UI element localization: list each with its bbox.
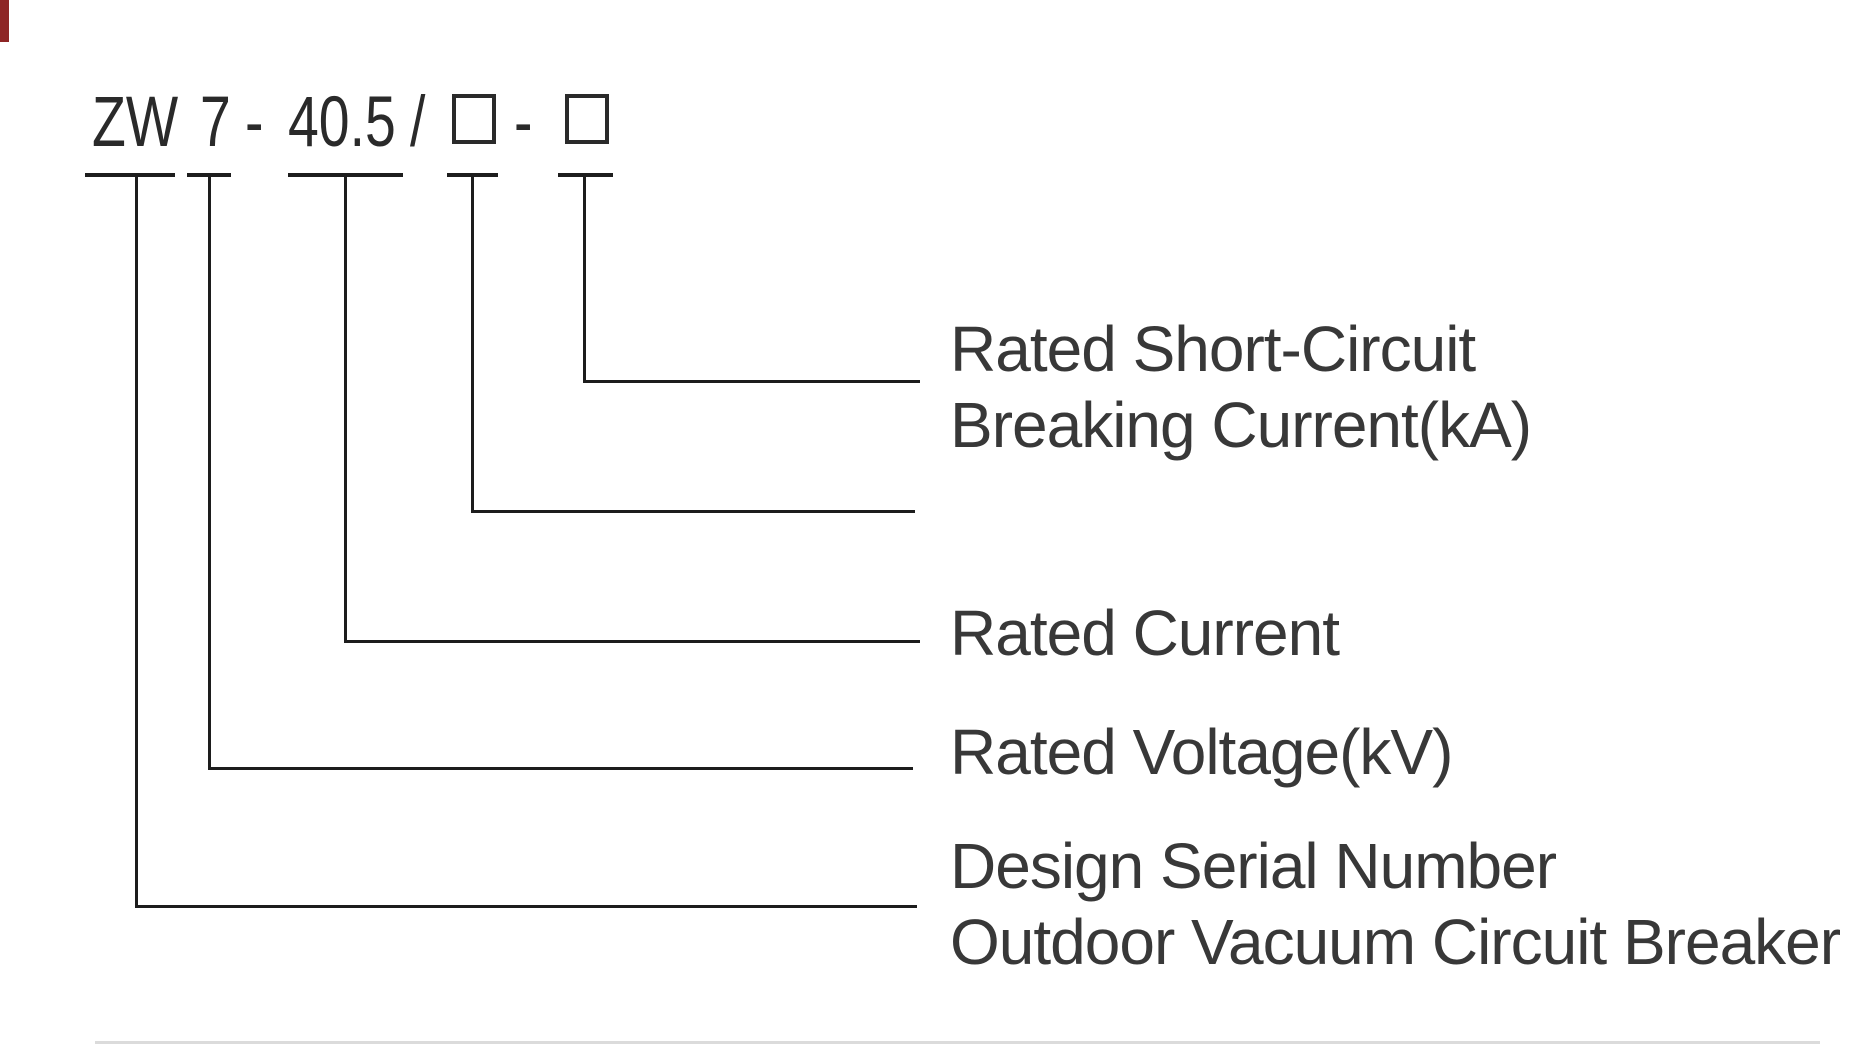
stem-box-2 xyxy=(583,177,586,383)
placeholder-box-1 xyxy=(452,94,496,144)
connector-unlabeled xyxy=(471,510,915,513)
callout-line: Rated Current xyxy=(950,597,1340,669)
callout-series-name: Design Serial Number Outdoor Vacuum Circ… xyxy=(950,828,1841,980)
callout-line: Design Serial Number xyxy=(950,830,1557,902)
callout-rated-current: Rated Current xyxy=(950,595,1340,671)
model-segment-slash: / xyxy=(410,83,426,162)
model-segment-series: ZW xyxy=(92,83,179,162)
connector-rated-voltage xyxy=(208,767,913,770)
placeholder-box-2 xyxy=(565,94,609,144)
underline-voltage xyxy=(288,173,403,177)
underline-box-1 xyxy=(447,173,498,177)
underline-serial xyxy=(187,173,231,177)
connector-rated-current xyxy=(344,640,920,643)
stem-voltage xyxy=(344,177,347,643)
callout-line: Breaking Current(kA) xyxy=(950,389,1532,461)
crop-artifact-red-bar xyxy=(0,0,9,42)
model-segment-serial: 7 xyxy=(200,83,231,162)
callout-breaking-current: Rated Short-Circuit Breaking Current(kA) xyxy=(950,311,1532,463)
callout-rated-voltage: Rated Voltage(kV) xyxy=(950,714,1453,790)
stem-series xyxy=(135,177,138,908)
connector-breaking-current xyxy=(583,380,920,383)
model-segment-voltage: 40.5 xyxy=(288,83,396,162)
model-segment-dash-2: - xyxy=(514,83,533,162)
callout-line: Rated Short-Circuit xyxy=(950,313,1476,385)
underline-series xyxy=(85,173,175,177)
underline-box-2 xyxy=(558,173,613,177)
stem-serial xyxy=(208,177,211,770)
stem-box-1 xyxy=(471,177,474,513)
bottom-page-rule xyxy=(95,1041,1820,1044)
callout-line: Rated Voltage(kV) xyxy=(950,716,1453,788)
model-segment-dash-1: - xyxy=(245,83,264,162)
callout-line: Outdoor Vacuum Circuit Breaker xyxy=(950,906,1841,978)
connector-series-name xyxy=(135,905,917,908)
